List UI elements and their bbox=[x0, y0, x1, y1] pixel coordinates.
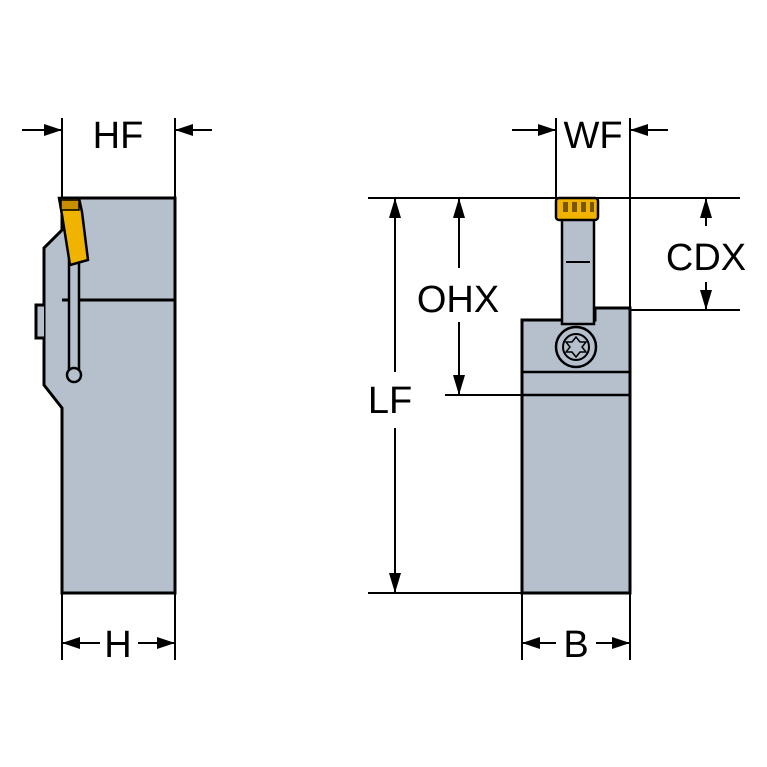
arrow-head bbox=[44, 124, 62, 136]
side-view-insert-top bbox=[60, 199, 80, 211]
arrow-head bbox=[630, 124, 648, 136]
arrow-head bbox=[157, 637, 175, 649]
arrow-head bbox=[175, 124, 193, 136]
cdx-dimension: CDX bbox=[666, 198, 746, 310]
arrow-head bbox=[538, 124, 556, 136]
arrow-head bbox=[453, 198, 465, 218]
side-view-insert bbox=[57, 196, 90, 267]
wf-label: WF bbox=[563, 115, 622, 157]
ohx-label: OHX bbox=[417, 279, 499, 321]
lf-dimension: LF bbox=[368, 198, 412, 593]
cdx-label: CDX bbox=[666, 237, 746, 279]
side-view-blade-end bbox=[65, 366, 83, 384]
torx-screw-icon bbox=[554, 325, 598, 369]
front-view-blade-neck bbox=[560, 214, 596, 326]
arrow-head bbox=[522, 637, 540, 649]
side-view-body bbox=[42, 196, 177, 595]
b-label: B bbox=[563, 624, 588, 666]
arrow-head bbox=[389, 198, 401, 218]
side-view bbox=[34, 196, 177, 595]
side-view-blade bbox=[67, 256, 81, 374]
arrow-head bbox=[453, 375, 465, 395]
h-dimension: H bbox=[61, 593, 176, 666]
arrow-head bbox=[389, 573, 401, 593]
arrow-head bbox=[700, 290, 712, 310]
arrow-head bbox=[62, 637, 80, 649]
side-view-clamp-bump bbox=[34, 303, 44, 340]
b-dimension: B bbox=[521, 593, 631, 666]
h-label: H bbox=[104, 624, 131, 666]
arrow-head bbox=[700, 198, 712, 218]
hf-label: HF bbox=[93, 115, 144, 157]
wf-dimension: WF bbox=[512, 115, 668, 310]
front-view bbox=[520, 196, 632, 595]
arrow-head bbox=[612, 637, 630, 649]
ohx-dimension: OHX bbox=[417, 198, 499, 395]
lf-label: LF bbox=[368, 380, 412, 422]
hf-dimension: HF bbox=[22, 115, 212, 198]
